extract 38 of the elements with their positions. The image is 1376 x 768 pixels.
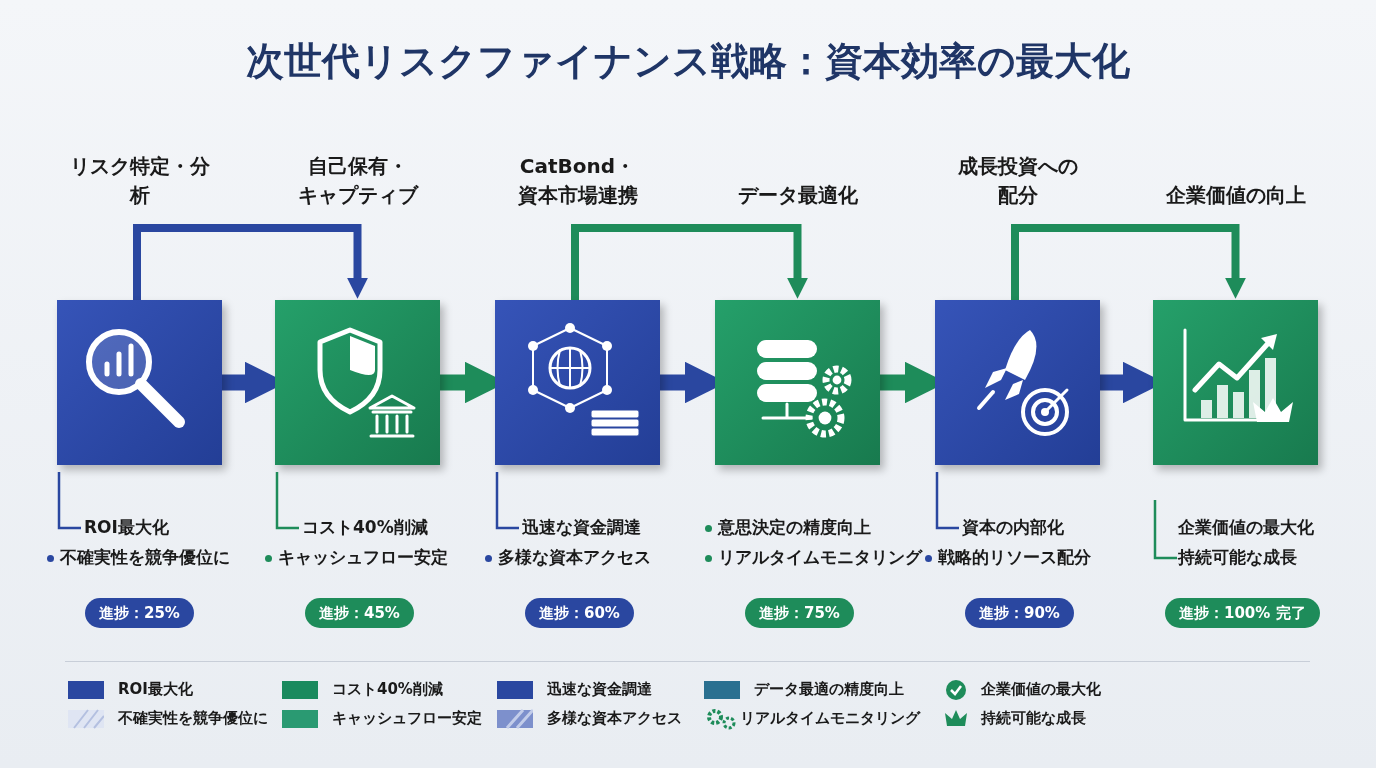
progress-badge: 進捗：100% 完了 [1165,598,1320,628]
bullet-text: 不確実性を競争優位に [60,546,230,569]
bullet-text: リアルタイムモニタリング [718,546,922,569]
legend-label: 迅速な資金調達 [547,680,652,699]
progress-badge: 進捗：25% [85,598,194,628]
step-heading: 成長投資への配分 [956,153,1079,209]
legend-label: ROI最大化 [118,680,193,699]
progress-badge: 進捗：60% [525,598,634,628]
legend-label: 持続可能な成長 [981,709,1086,728]
progress-badge: 進捗：90% [965,598,1074,628]
bullet-text: 企業価値の最大化 [1178,516,1314,539]
step-heading: 自己保有・キャプティブ [296,153,420,209]
arrow [571,224,808,300]
progress-badge: 進捗：45% [305,598,414,628]
diagram-title: 次世代リスクファイナンス戦略：資本効率の最大化 [245,38,1131,85]
progress-badge: 進捗：75% [745,598,854,628]
legend-label: コスト40%削減 [332,680,443,699]
step-heading: CatBond・資本市場連携 [516,153,639,209]
bullet-text: 多様な資本アクセス [498,546,651,569]
bullet-text: キャッシュフロー安定 [278,546,448,569]
legend-label: データ最適の精度向上 [754,680,904,699]
bullet-text: コスト40%削減 [302,516,428,539]
arrow [133,224,368,300]
legend-label: 多様な資本アクセス [547,709,682,728]
legend-label: リアルタイムモニタリング [740,709,920,728]
step-heading: データ最適化 [736,182,859,209]
step-heading: リスク特定・分析 [68,153,211,209]
legend-label: 不確実性を競争優位に [118,709,268,728]
bullet-text: 意思決定の精度向上 [718,516,871,539]
bullet-text: 資本の内部化 [962,516,1064,539]
bullet-text: 迅速な資金調達 [522,516,641,539]
legend-label: キャッシュフロー安定 [332,709,482,728]
bullet-text: ROI最大化 [84,516,169,539]
step-heading: 企業価値の向上 [1164,182,1307,209]
bullet-text: 持続可能な成長 [1178,546,1297,569]
bullet-text: 戦略的リソース配分 [938,546,1091,569]
arrow [1011,224,1246,300]
legend-label: 企業価値の最大化 [981,680,1101,699]
